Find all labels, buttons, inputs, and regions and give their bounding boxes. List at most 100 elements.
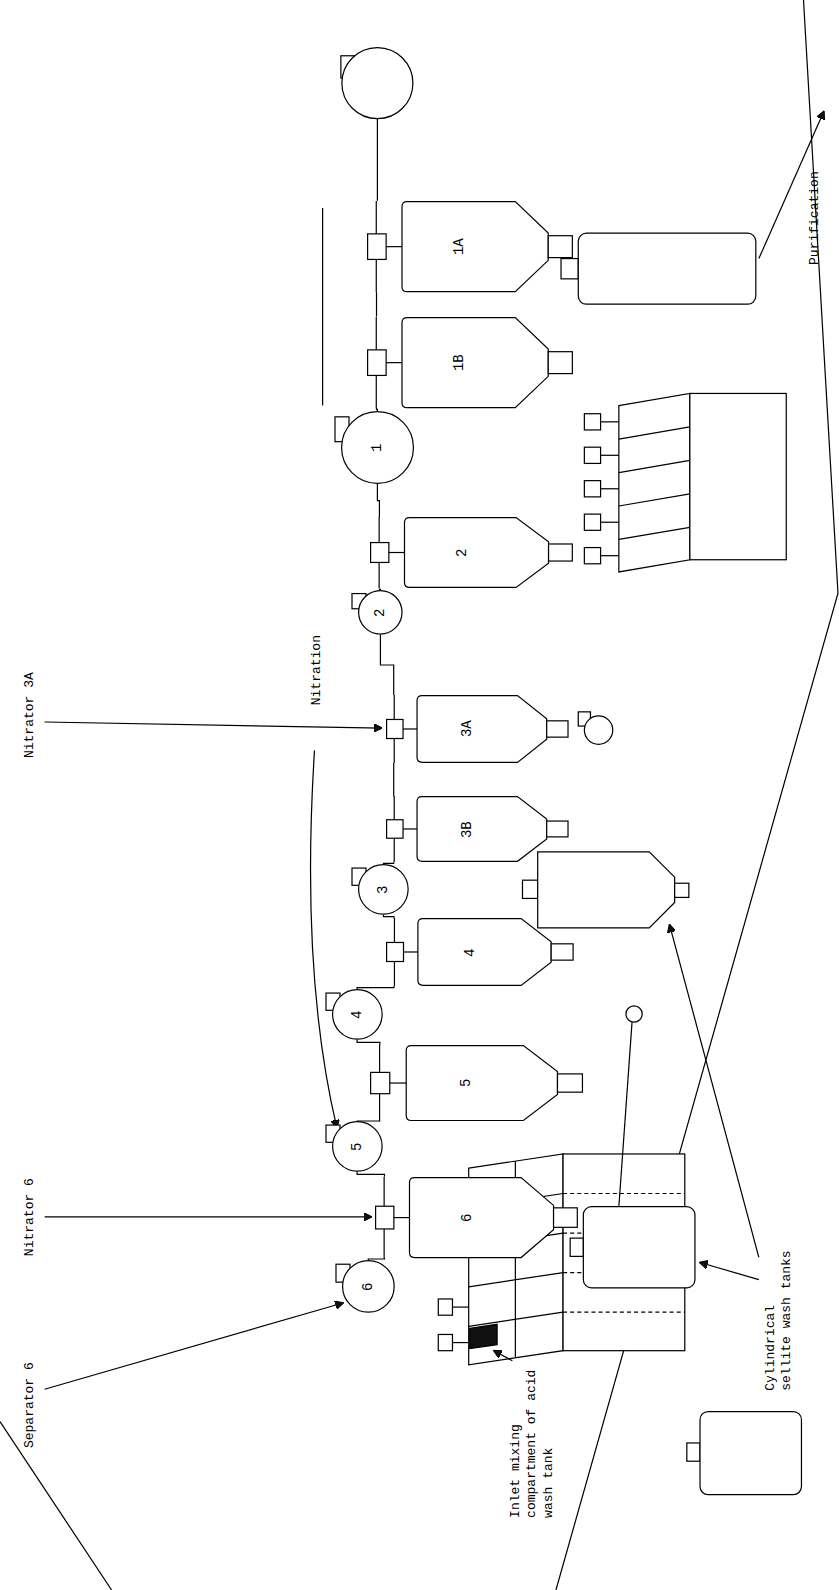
nitrator-tank: 1B bbox=[367, 317, 573, 408]
tank-nozzle bbox=[558, 1074, 583, 1092]
pipe-line bbox=[384, 1177, 385, 1206]
stirrer-shaft bbox=[601, 488, 619, 489]
stirrer-shaft bbox=[402, 728, 417, 729]
tank-nozzle bbox=[549, 544, 573, 561]
separator-outline bbox=[359, 865, 409, 915]
separator-hopper bbox=[326, 1125, 340, 1142]
tank-nozzle bbox=[548, 351, 572, 373]
pipe-line bbox=[357, 1172, 384, 1177]
tank-cap bbox=[386, 943, 403, 962]
pipe-line bbox=[376, 317, 377, 350]
separator-number: 6 bbox=[361, 1282, 376, 1290]
stirrer-shaft bbox=[601, 555, 619, 556]
tank-outline bbox=[405, 518, 549, 588]
compartment-line bbox=[619, 494, 690, 506]
leader-arrow bbox=[494, 1351, 512, 1361]
tank-nozzle bbox=[548, 236, 572, 258]
stirrer-cap bbox=[584, 481, 600, 497]
separator-hopper bbox=[326, 993, 340, 1010]
separator-circle: 4 bbox=[332, 989, 383, 1040]
stirrer-cap bbox=[584, 514, 600, 530]
stirrer-shaft bbox=[402, 952, 417, 953]
callout-label: Inlet mixing compartment of acid wash ta… bbox=[508, 1361, 557, 1520]
flow-arrow bbox=[759, 112, 824, 259]
stirrer-shaft bbox=[402, 829, 417, 830]
tank-nozzle bbox=[554, 1208, 578, 1227]
tank-nozzle bbox=[546, 821, 567, 837]
nitrator-tank: 4 bbox=[386, 918, 574, 986]
node-outline bbox=[342, 1260, 395, 1313]
storage-tank bbox=[700, 1412, 801, 1495]
nitrator-number: 1B bbox=[452, 354, 467, 371]
separator-outline bbox=[332, 1122, 382, 1172]
tank-nozzle bbox=[546, 721, 567, 737]
separator-outline bbox=[342, 1261, 394, 1313]
pipe-line bbox=[368, 1258, 384, 1260]
tank-cap bbox=[371, 1072, 390, 1093]
callout-label: Nitrator 3A bbox=[22, 670, 38, 760]
pipe-line bbox=[393, 918, 394, 942]
nitrator-number: 3B bbox=[460, 821, 475, 838]
sellite-wash-tank bbox=[583, 1207, 695, 1288]
callout-label: Separator 6 bbox=[22, 1360, 38, 1450]
stirrer-shaft bbox=[601, 455, 619, 456]
pipe-line bbox=[379, 563, 380, 589]
node-outline bbox=[358, 864, 409, 915]
stirrer-shaft bbox=[386, 362, 402, 363]
tank-outline bbox=[402, 201, 548, 291]
tank-nozzle bbox=[551, 944, 573, 960]
floor-outline bbox=[556, 0, 838, 1590]
callout-label: Purification bbox=[806, 169, 822, 267]
tank-outline bbox=[410, 1177, 554, 1257]
sellite-wash-tank bbox=[538, 852, 675, 928]
stirrer-shaft bbox=[394, 1217, 410, 1218]
separator-number: 4 bbox=[350, 1010, 365, 1018]
callout-label: Cylindrical sellite wash tanks bbox=[763, 1244, 796, 1393]
node-outline bbox=[332, 989, 383, 1040]
node-outline bbox=[386, 695, 569, 763]
pipe-line bbox=[619, 1022, 632, 1207]
nitrator-tank: 3A bbox=[386, 695, 569, 763]
pipe-line bbox=[376, 201, 377, 234]
compartment-line bbox=[619, 460, 690, 472]
node-outline bbox=[370, 517, 573, 588]
stirrer-shaft bbox=[601, 421, 619, 422]
node-outline bbox=[367, 317, 573, 408]
nitrator-number: 4 bbox=[462, 948, 477, 956]
separator-circle bbox=[342, 48, 413, 119]
stirrer-cap bbox=[438, 1299, 452, 1315]
pipe-line bbox=[393, 839, 394, 863]
separator-number: 2 bbox=[373, 609, 388, 617]
tank-cap bbox=[368, 234, 387, 260]
leader-arrow bbox=[700, 1262, 759, 1279]
tank-cap bbox=[570, 1238, 583, 1256]
pump-symbol bbox=[626, 1006, 642, 1022]
tank-outline bbox=[417, 919, 550, 986]
pipe-line bbox=[376, 375, 377, 408]
node-outline bbox=[358, 590, 403, 635]
purification-tank bbox=[578, 233, 756, 304]
separator-circle: 1 bbox=[341, 411, 414, 484]
separator-circle: 2 bbox=[358, 590, 403, 635]
stirrer-shaft bbox=[386, 246, 402, 247]
tank-cap bbox=[687, 1443, 700, 1461]
pipe-line bbox=[393, 738, 394, 762]
pipe-line bbox=[357, 1040, 380, 1045]
pipe-line bbox=[383, 862, 393, 864]
leader-arrow bbox=[45, 722, 382, 728]
tank-outline bbox=[417, 797, 547, 862]
stirrer-cap bbox=[584, 447, 600, 463]
tank-cap bbox=[386, 820, 402, 838]
pipe-line bbox=[379, 1094, 380, 1121]
pipe-line bbox=[376, 259, 377, 292]
stirrer-shaft bbox=[452, 1306, 468, 1307]
stirrer-shaft bbox=[389, 552, 405, 553]
pipe-line bbox=[380, 635, 393, 695]
nitrator-tank: 3B bbox=[386, 796, 569, 862]
compartment-line bbox=[563, 1312, 685, 1313]
separator-hopper bbox=[335, 417, 349, 442]
inlet-compartment bbox=[470, 1324, 497, 1348]
node-outline bbox=[367, 201, 573, 292]
